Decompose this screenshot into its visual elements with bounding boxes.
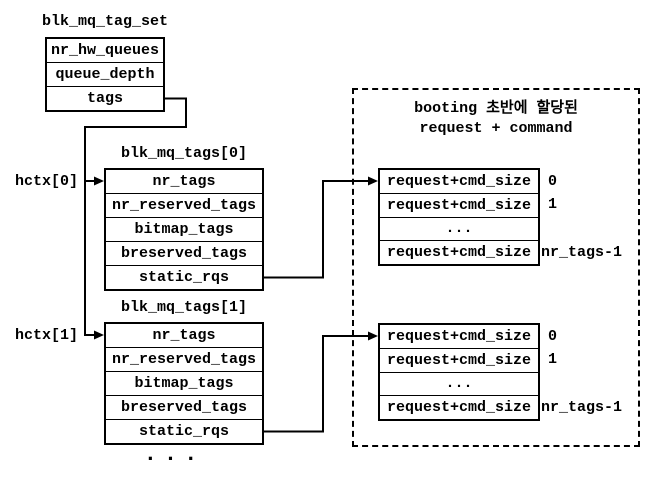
request-table1-box: request+cmd_size request+cmd_size ... re… <box>378 323 540 421</box>
tag-set-field-queue-depth: queue_depth <box>47 62 163 86</box>
request-region-caption-line1: booting 초반에 할당된 <box>414 100 578 117</box>
tag-set-box: nr_hw_queues queue_depth tags <box>45 37 165 112</box>
tags-block1-field-bitmap-tags: bitmap_tags <box>106 371 262 395</box>
request-table1-index-1: 1 <box>548 351 558 368</box>
request-table0-row1: request+cmd_size <box>380 192 538 217</box>
request-table1-row1: request+cmd_size <box>380 347 538 372</box>
tags-block1-title: blk_mq_tags[1] <box>120 299 248 316</box>
tag-set-field-nr-hw-queues: nr_hw_queues <box>50 42 160 59</box>
hctx1-label: hctx[1] <box>14 327 78 344</box>
request-table0-row-ellipsis: ... <box>380 216 538 241</box>
request-table0-index-1: 1 <box>548 196 558 213</box>
tag-set-field-tags: tags <box>47 86 163 110</box>
request-region-caption-line2: request + command <box>419 120 573 137</box>
tags-block0-box: nr_tags nr_reserved_tags bitmap_tags bre… <box>104 168 264 291</box>
tags-block1-field-nr-reserved-tags: nr_reserved_tags <box>106 347 262 371</box>
tags-block1-field-breserved-tags: breserved_tags <box>106 395 262 419</box>
tags-block0-field-nr-reserved-tags: nr_reserved_tags <box>106 193 262 217</box>
request-table0-index-0: 0 <box>548 173 558 190</box>
request-table1-index-0: 0 <box>548 328 558 345</box>
request-region-dashed-box <box>352 88 640 447</box>
tags-block0-field-bitmap-tags: bitmap_tags <box>106 217 262 241</box>
tag-set-title: blk_mq_tag_set <box>41 13 169 30</box>
tags-block0-field-nr-tags: nr_tags <box>152 173 216 190</box>
tags-block1-field-static-rqs: static_rqs <box>106 419 262 443</box>
tags-block0-field-static-rqs: static_rqs <box>106 265 262 289</box>
request-table1-row0: request+cmd_size <box>386 327 532 345</box>
request-table1-row-ellipsis: ... <box>380 371 538 396</box>
tags-block1-field-nr-tags: nr_tags <box>152 327 216 344</box>
request-table0-row0: request+cmd_size <box>386 172 532 190</box>
tags-block0-title: blk_mq_tags[0] <box>120 145 248 162</box>
request-table0-row-last: request+cmd_size <box>380 240 538 264</box>
hctx1-arrowhead <box>94 330 104 340</box>
request-table1-index-last: nr_tags-1 <box>541 399 623 416</box>
request-table0-index-last: nr_tags-1 <box>541 244 623 261</box>
request-table1-row-last: request+cmd_size <box>380 395 538 419</box>
request-table0-box: request+cmd_size request+cmd_size ... re… <box>378 168 540 266</box>
hctx0-arrowhead <box>94 176 104 186</box>
more-blocks-ellipsis: ... <box>143 442 205 467</box>
hctx0-label: hctx[0] <box>14 173 78 190</box>
tags-block1-box: nr_tags nr_reserved_tags bitmap_tags bre… <box>104 322 264 445</box>
tags-block0-field-breserved-tags: breserved_tags <box>106 241 262 265</box>
